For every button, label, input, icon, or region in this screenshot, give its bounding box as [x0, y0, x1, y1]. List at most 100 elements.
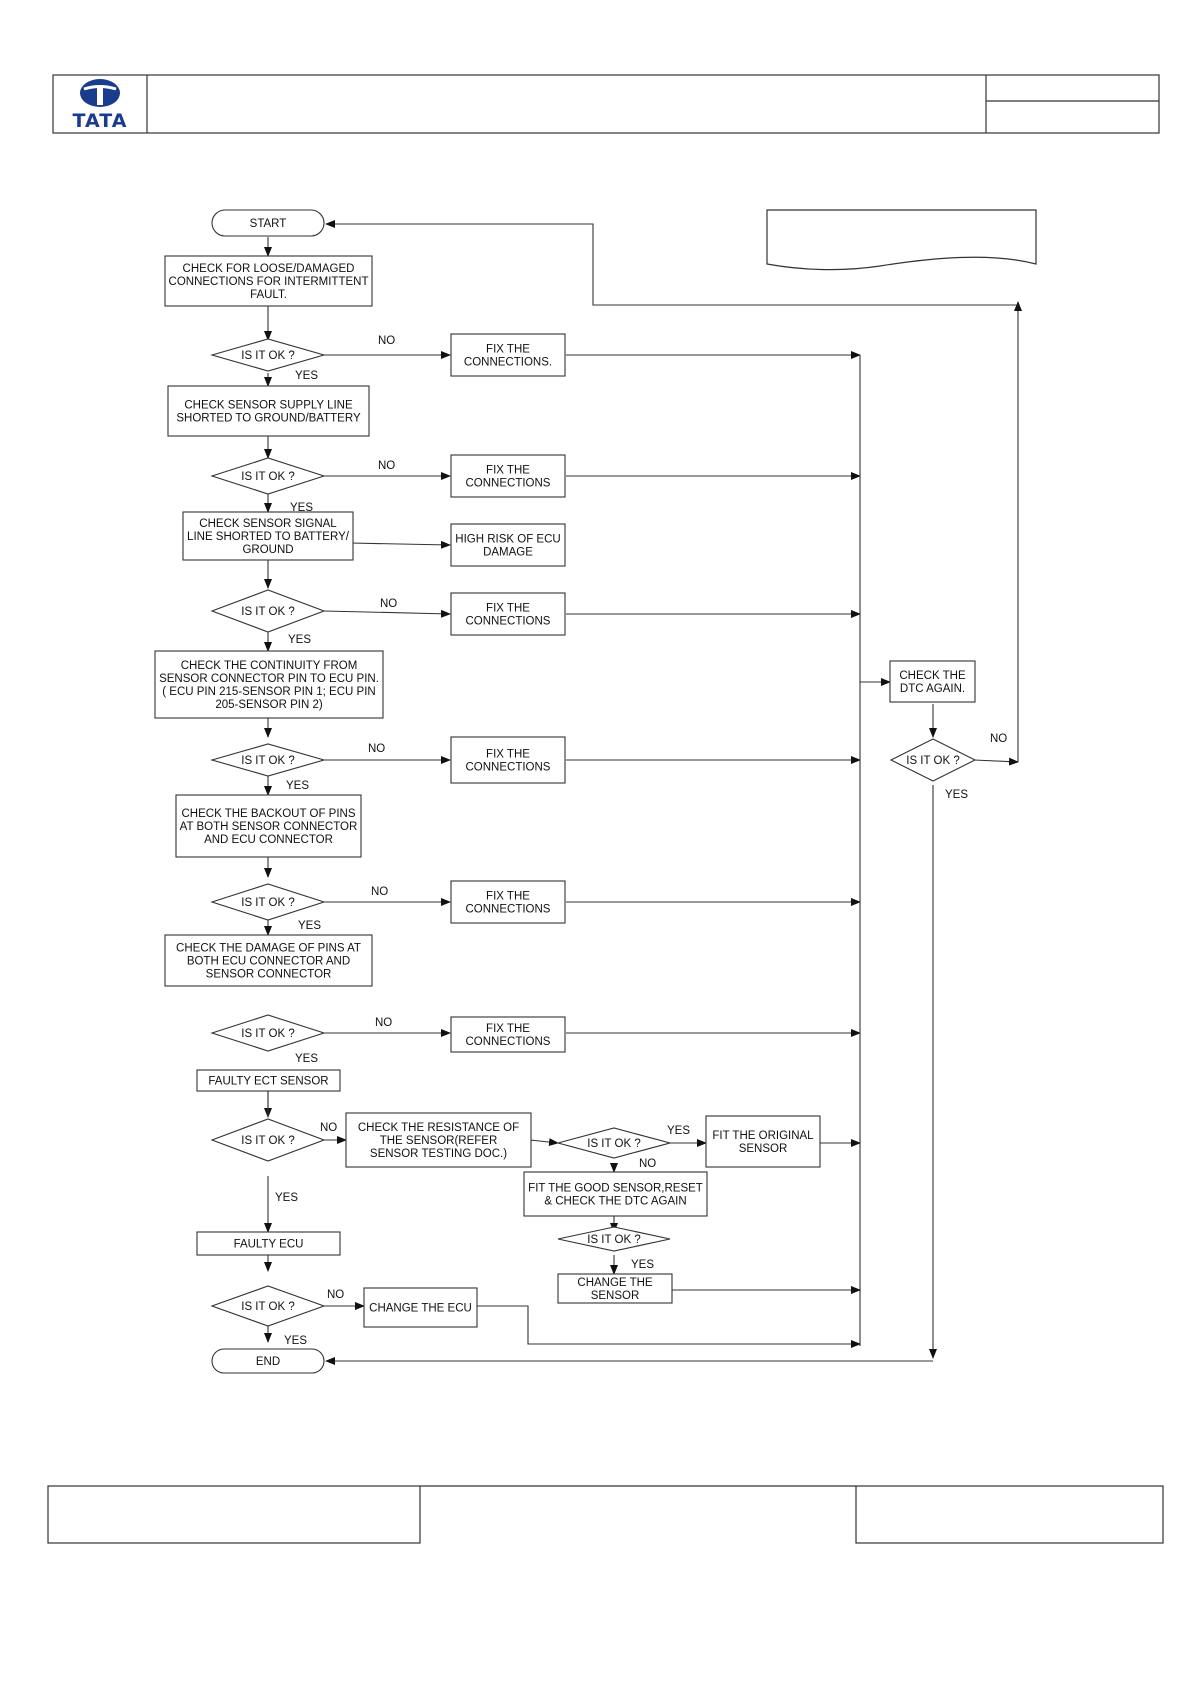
check-damage-box: [164, 934, 373, 987]
fit-original-sensor-box-line: SENSOR: [739, 1143, 788, 1155]
decision-dtc: [889, 738, 977, 782]
check-backout-box-line: AT BOTH SENSOR CONNECTOR: [180, 821, 358, 833]
check-resistance-box-line: SENSOR TESTING DOC.): [370, 1148, 507, 1160]
fix-connections-box-2: [450, 454, 566, 498]
check-signal-line-box-line: GROUND: [242, 544, 293, 556]
fix-connections-box-3-line: CONNECTIONS: [466, 616, 551, 628]
faulty-ect-sensor-box-line: FAULTY ECT SENSOR: [208, 1076, 328, 1088]
check-backout-box: [175, 794, 362, 858]
label-yes-good-sensor: YES: [631, 1259, 654, 1271]
check-backout-box-line: AND ECU CONNECTOR: [204, 834, 333, 846]
check-damage-box-line: CHECK THE DAMAGE OF PINS AT: [176, 943, 361, 955]
label-yes-8: YES: [284, 1335, 307, 1347]
check-signal-line-box-line: LINE SHORTED TO BATTERY/: [187, 531, 350, 543]
check-loose-connections-box-line: FAULT.: [250, 289, 287, 301]
decision-resistance: [555, 1127, 673, 1159]
connector: [323, 609, 451, 618]
fix-connections-box-1: [450, 333, 566, 377]
fix-connections-box-6-line: FIX THE: [486, 1023, 530, 1035]
end-terminator: [211, 1348, 325, 1374]
check-damage-box-line: SENSOR CONNECTOR: [206, 969, 332, 981]
label-yes-3: YES: [288, 634, 311, 646]
check-resistance-box-line: THE SENSOR(REFER: [380, 1135, 498, 1147]
fix-connections-box-1-line: CONNECTIONS.: [464, 357, 552, 369]
faulty-ecu-box: [196, 1231, 341, 1256]
label-no-3: NO: [380, 598, 397, 610]
fix-connections-box-5: [450, 880, 566, 924]
check-loose-connections-box-line: CONNECTIONS FOR INTERMITTENT: [169, 276, 369, 288]
decision-2-line: IS IT OK ?: [241, 471, 294, 483]
fix-connections-box-3: [450, 592, 566, 636]
label-no-dtc: NO: [990, 733, 1007, 745]
connector: [529, 1138, 559, 1147]
decision-2: [210, 457, 326, 495]
label-yes-dtc: YES: [945, 789, 968, 801]
decision-6: [210, 1014, 326, 1052]
label-yes-5: YES: [298, 920, 321, 932]
decision-8-line: IS IT OK ?: [241, 1301, 294, 1313]
label-no-resistance: NO: [639, 1158, 656, 1170]
note-shape: [766, 209, 1037, 271]
decision-4: [209, 743, 327, 777]
change-sensor-box: [557, 1273, 673, 1304]
check-dtc-box-line: DTC AGAIN.: [900, 683, 965, 695]
decision-8: [210, 1285, 326, 1327]
fix-connections-box-5-line: CONNECTIONS: [466, 904, 551, 916]
fit-good-sensor-box-line: & CHECK THE DTC AGAIN: [544, 1196, 686, 1208]
decision-7-line: IS IT OK ?: [241, 1135, 294, 1147]
faulty-ect-sensor-box: [196, 1069, 341, 1092]
check-continuity-box-line: 205-SENSOR PIN 2): [215, 699, 323, 711]
fix-connections-box-6: [450, 1016, 566, 1053]
fit-original-sensor-box-line: FIT THE ORIGINAL: [712, 1130, 814, 1142]
high-risk-ecu-box-line: HIGH RISK OF ECU: [455, 534, 560, 546]
fix-connections-box-4: [450, 736, 566, 784]
change-sensor-box-line: SENSOR: [591, 1290, 640, 1302]
change-ecu-box: [363, 1287, 478, 1328]
check-resistance-box: [345, 1112, 532, 1168]
label-yes-2: YES: [290, 502, 313, 514]
check-dtc-box-line: CHECK THE: [899, 670, 966, 682]
check-resistance-box-line: CHECK THE RESISTANCE OF: [358, 1122, 519, 1134]
check-loose-connections-box: [164, 255, 373, 307]
fix-connections-box-5-line: FIX THE: [486, 891, 530, 903]
decision-resistance-line: IS IT OK ?: [587, 1138, 640, 1150]
label-yes-7: YES: [275, 1192, 298, 1204]
check-continuity-box: [154, 650, 384, 719]
label-no-7: NO: [320, 1122, 337, 1134]
check-signal-line-box-line: CHECK SENSOR SIGNAL: [199, 518, 337, 530]
check-continuity-box-line: CHECK THE CONTINUITY FROM: [181, 660, 358, 672]
check-signal-line-box: [182, 511, 354, 561]
label-no-5: NO: [371, 886, 388, 898]
change-sensor-box-line: CHANGE THE: [577, 1277, 653, 1289]
check-damage-box-line: BOTH ECU CONNECTOR AND: [187, 956, 350, 968]
decision-6-line: IS IT OK ?: [241, 1028, 294, 1040]
tata-logo: TATA: [73, 79, 128, 132]
connector: [476, 1305, 861, 1348]
decision-1: [209, 338, 327, 372]
fix-connections-box-1-line: FIX THE: [486, 344, 530, 356]
decision-3: [210, 589, 326, 633]
label-yes-resistance: YES: [667, 1125, 690, 1137]
fit-good-sensor-box: [523, 1171, 708, 1217]
connector: [325, 220, 1018, 306]
decision-dtc-line: IS IT OK ?: [906, 755, 959, 767]
check-continuity-box-line: ( ECU PIN 215-SENSOR PIN 1; ECU PIN: [162, 686, 375, 698]
fix-connections-box-2-line: CONNECTIONS: [466, 478, 551, 490]
check-supply-line-box-line: SHORTED TO GROUND/BATTERY: [176, 413, 361, 425]
high-risk-ecu-box: [450, 523, 566, 567]
fit-original-sensor-box: [705, 1115, 821, 1168]
footer-right-box: [855, 1485, 1164, 1544]
fit-good-sensor-box-line: FIT THE GOOD SENSOR,RESET: [528, 1183, 703, 1195]
label-no-1: NO: [378, 335, 395, 347]
header-box: [52, 74, 1160, 134]
label-no-8: NO: [327, 1289, 344, 1301]
label-no-4: NO: [368, 743, 385, 755]
start-terminator-line: START: [250, 218, 287, 230]
logo-text: TATA: [73, 110, 128, 132]
change-ecu-box-line: CHANGE THE ECU: [369, 1303, 472, 1315]
label-yes-4: YES: [286, 780, 309, 792]
check-loose-connections-box-line: CHECK FOR LOOSE/DAMAGED: [183, 263, 355, 275]
end-terminator-line: END: [256, 1356, 280, 1368]
decision-7: [210, 1118, 326, 1162]
